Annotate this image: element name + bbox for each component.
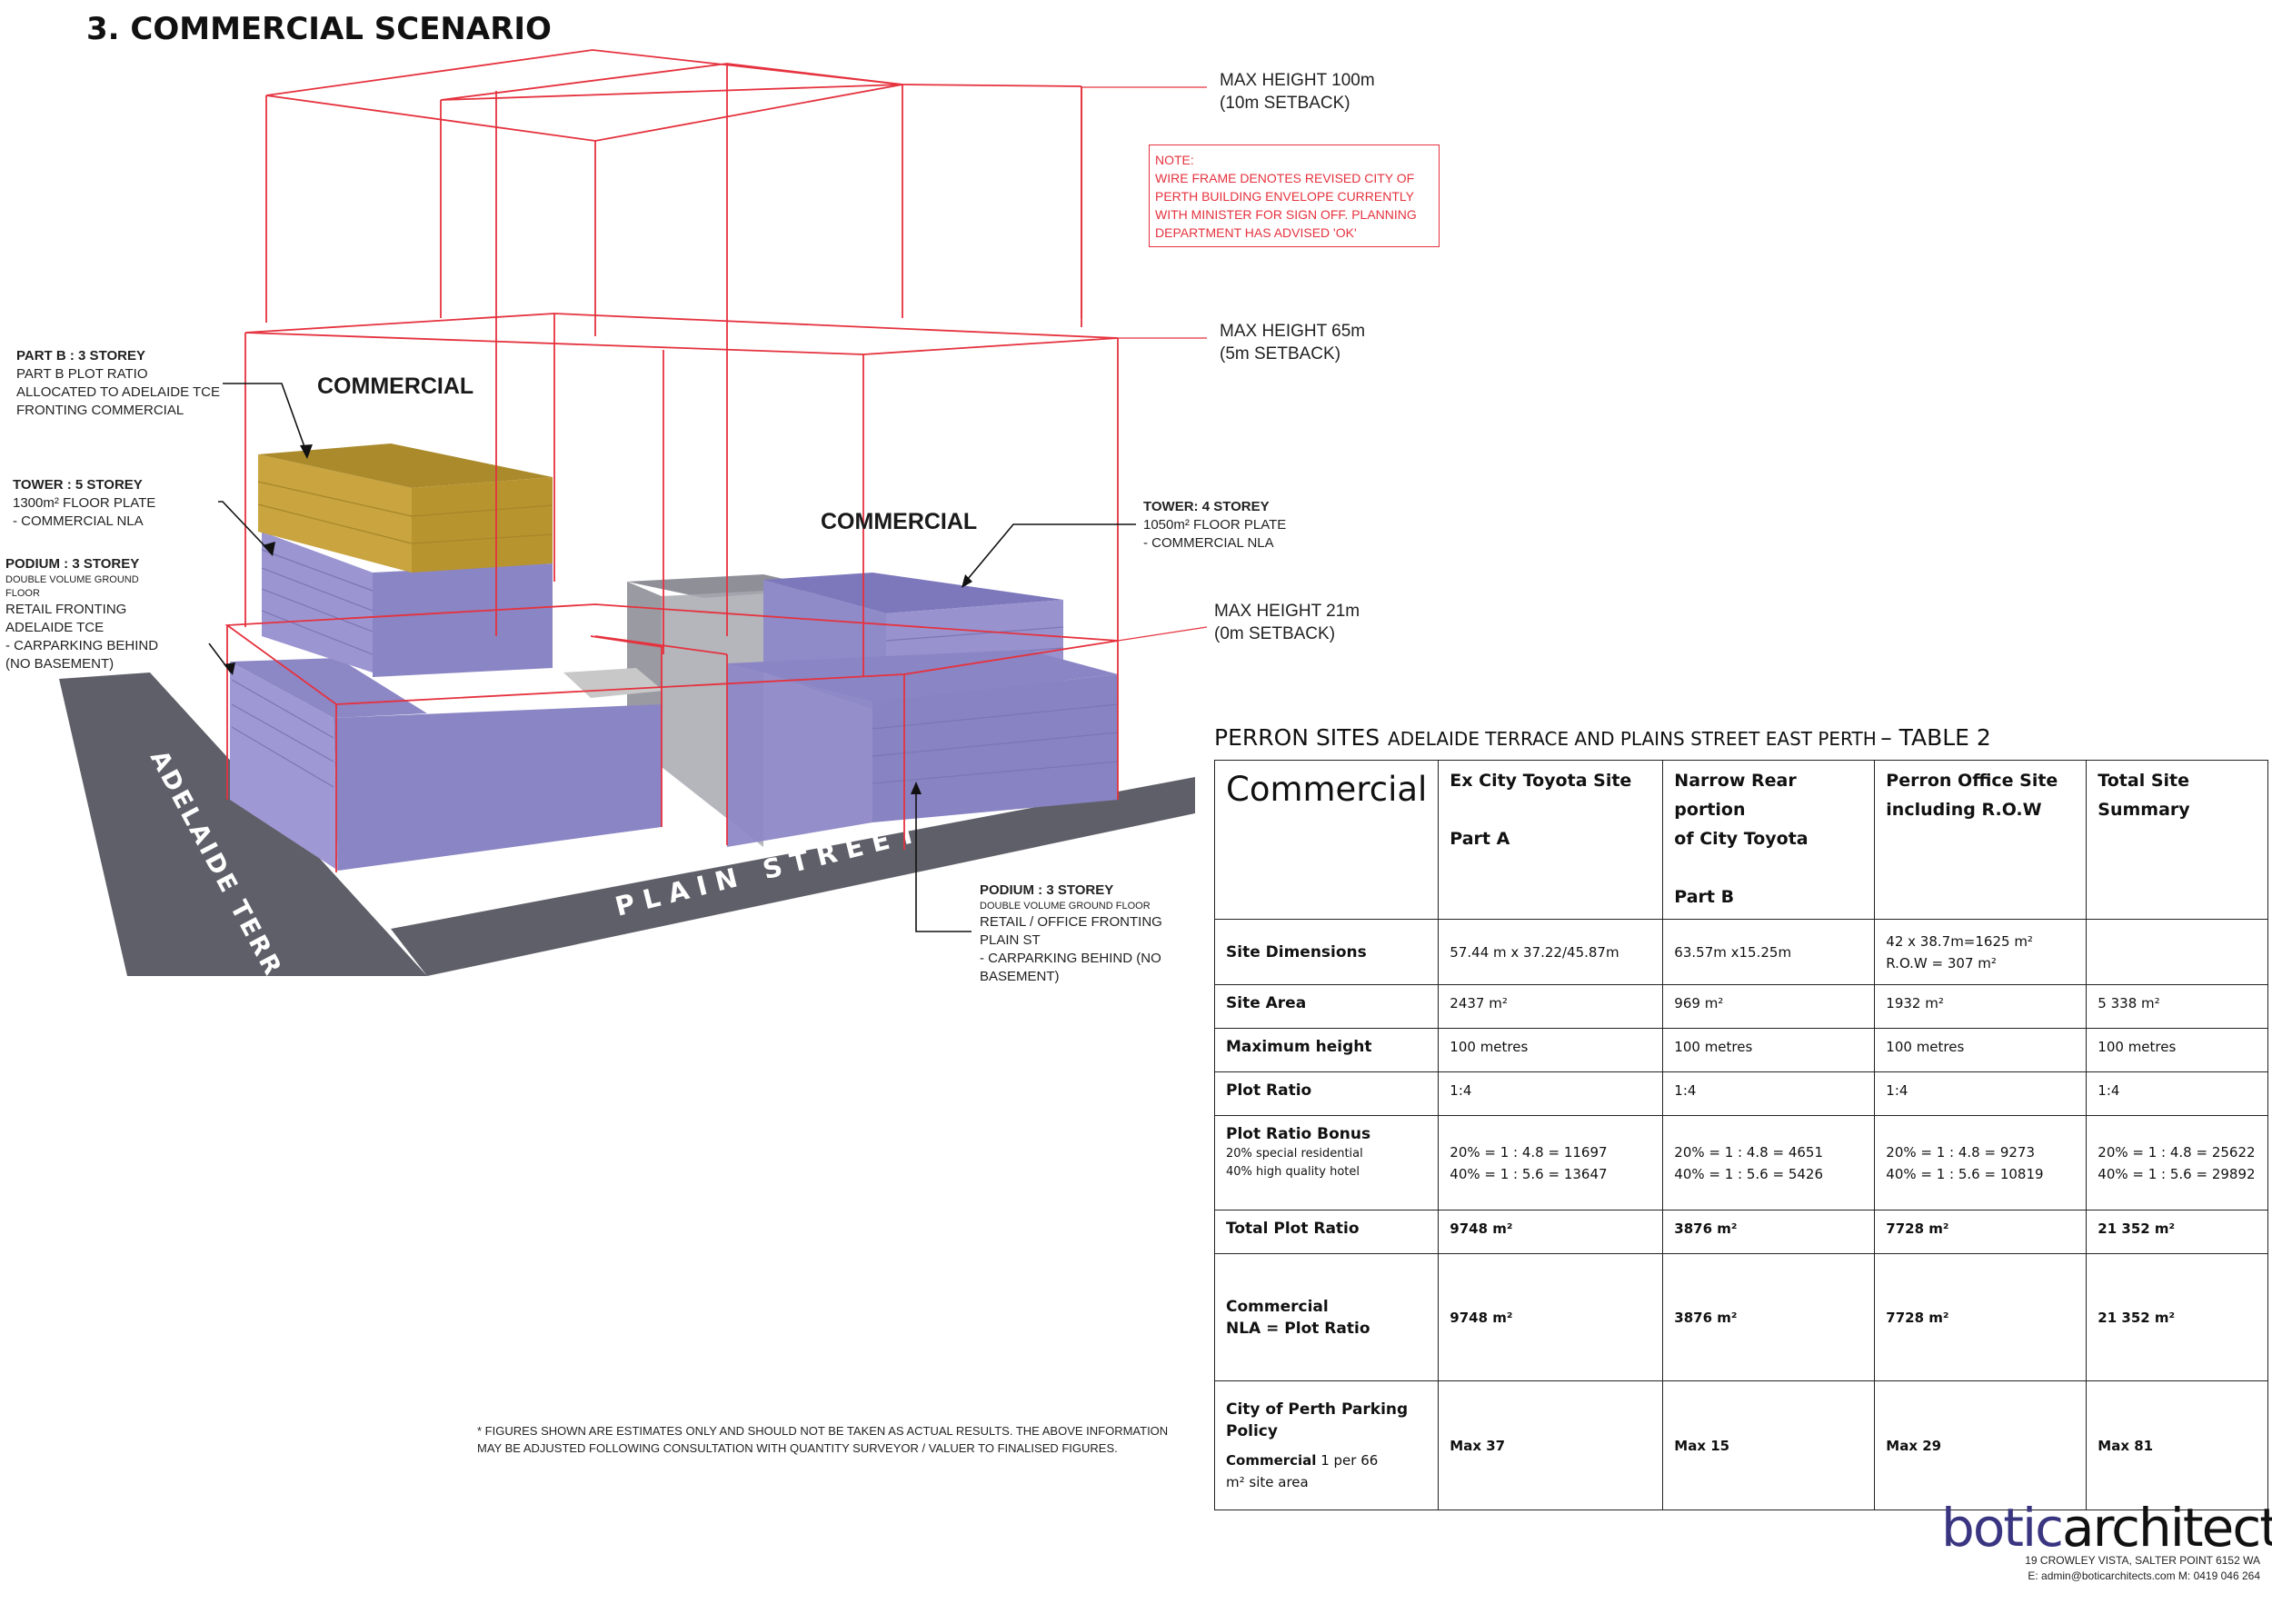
table-cell: 9748 m² bbox=[1438, 1210, 1664, 1254]
table-row: City of Perth Parking Policy Commercial … bbox=[1213, 1380, 2269, 1510]
callout-podium-left: PODIUM : 3 STOREY DOUBLE VOLUME GROUND F… bbox=[5, 556, 159, 672]
table-header-row: Commercial Ex City Toyota Site Part A Na… bbox=[1213, 760, 2269, 920]
partb-front bbox=[258, 454, 412, 573]
table-cell: 1932 m² bbox=[1874, 984, 2088, 1029]
table-cell: 100 metres bbox=[2086, 1028, 2269, 1072]
plain-street-road bbox=[391, 777, 1195, 976]
callout-leaders bbox=[208, 383, 1136, 932]
right-podium-side bbox=[872, 674, 1118, 822]
table-cell: 9748 m² bbox=[1438, 1253, 1664, 1381]
max-height-100-label: MAX HEIGHT 100m(10m SETBACK) bbox=[1220, 71, 1375, 113]
perron-sites-table: Commercial Ex City Toyota Site Part A Na… bbox=[1213, 760, 2269, 1510]
table-title: PERRON SITES ADELAIDE TERRACE AND PLAINS… bbox=[1214, 724, 1991, 751]
row-label-plot-ratio: Plot Ratio bbox=[1213, 1071, 1440, 1116]
right-tower-top bbox=[763, 573, 1063, 613]
col-header-part-a: Ex City Toyota Site Part A bbox=[1438, 760, 1664, 920]
company-logo: boticarchitects bbox=[1941, 1497, 2272, 1559]
table-cell: 3876 m² bbox=[1662, 1253, 1876, 1381]
partb-floor-lines bbox=[257, 481, 553, 544]
callout-podium-right: PODIUM : 3 STOREY DOUBLE VOLUME GROUND F… bbox=[980, 882, 1162, 984]
left-tower-floor-lines bbox=[261, 549, 374, 655]
table-cell: Max 37 bbox=[1438, 1380, 1664, 1510]
table-cell: 1:4 bbox=[2086, 1071, 2269, 1116]
max-height-65-label: MAX HEIGHT 65m(5m SETBACK) bbox=[1220, 322, 1366, 364]
envelope-note-box: NOTE: WIRE FRAME DENOTES REVISED CITY OF… bbox=[1149, 144, 1440, 247]
table-cell bbox=[2086, 919, 2269, 985]
table-cell: Max 81 bbox=[2086, 1380, 2269, 1510]
table-cell: 1:4 bbox=[1438, 1071, 1664, 1116]
left-podium-left bbox=[230, 662, 338, 871]
table-row: Total Plot Ratio 9748 m² 3876 m² 7728 m²… bbox=[1213, 1210, 2269, 1254]
massing-diagram: ADELAIDE TERRACE PLAIN STREET bbox=[59, 49, 1208, 1000]
table-cell: 3876 m² bbox=[1662, 1210, 1876, 1254]
table-cell: 5 338 m² bbox=[2086, 984, 2269, 1029]
callout-tower-4: TOWER: 4 STOREY 1050m² FLOOR PLATE - COM… bbox=[1143, 499, 1287, 551]
estimate-footnote: * FIGURES SHOWN ARE ESTIMATES ONLY AND S… bbox=[477, 1424, 1169, 1455]
table-cell: 57.44 m x 37.22/45.87m bbox=[1438, 919, 1664, 985]
table-row: Plot Ratio Bonus 20% special residential… bbox=[1213, 1115, 2269, 1211]
partb-side bbox=[412, 477, 553, 573]
table-cell: 100 metres bbox=[1662, 1028, 1876, 1072]
right-podium-floor-lines bbox=[872, 703, 1119, 784]
table-cell: 21 352 m² bbox=[2086, 1253, 2269, 1381]
right-podium-top bbox=[727, 650, 1118, 702]
callout-arrowheads bbox=[224, 444, 972, 794]
page-title: 3. COMMERCIAL SCENARIO bbox=[86, 11, 552, 47]
table-row: Plot Ratio 1:4 1:4 1:4 1:4 bbox=[1213, 1071, 2269, 1116]
row-label-plot-ratio-bonus: Plot Ratio Bonus 20% special residential… bbox=[1213, 1115, 1440, 1211]
left-podium-front bbox=[334, 704, 662, 871]
left-podium-top bbox=[230, 658, 427, 718]
commercial-label-right: COMMERCIAL bbox=[821, 509, 978, 534]
row-label-site-dimensions: Site Dimensions bbox=[1213, 919, 1440, 985]
commercial-label-left: COMMERCIAL bbox=[317, 374, 474, 399]
table-cell: 7728 m² bbox=[1874, 1210, 2088, 1254]
left-tower-side bbox=[373, 563, 553, 677]
adelaide-terrace-road bbox=[59, 673, 427, 976]
row-label-site-area: Site Area bbox=[1213, 984, 1440, 1029]
table-row: Site Area 2437 m² 969 m² 1932 m² 5 338 m… bbox=[1213, 984, 2269, 1029]
row-label-total-plot-ratio: Total Plot Ratio bbox=[1213, 1210, 1440, 1254]
table-cell: 21 352 m² bbox=[2086, 1210, 2269, 1254]
table-cell: 2437 m² bbox=[1438, 984, 1664, 1029]
table-cell: 1:4 bbox=[1662, 1071, 1876, 1116]
table-cell: 100 metres bbox=[1874, 1028, 2088, 1072]
left-podium-floor-lines bbox=[231, 679, 334, 788]
table-corner: Commercial bbox=[1213, 760, 1440, 920]
row-label-parking-policy: City of Perth Parking Policy Commercial … bbox=[1213, 1380, 1440, 1510]
right-podium-front bbox=[727, 663, 872, 847]
table-cell: 100 metres bbox=[1438, 1028, 1664, 1072]
table-row: Site Dimensions 57.44 m x 37.22/45.87m 6… bbox=[1213, 919, 2269, 985]
table-cell: 63.57m x15.25m bbox=[1662, 919, 1876, 985]
company-address: 19 CROWLEY VISTA, SALTER POINT 6152 WA E… bbox=[2025, 1554, 2260, 1582]
height-leader-lines bbox=[1081, 86, 1208, 642]
table-cell: 7728 m² bbox=[1874, 1253, 2088, 1381]
row-label-max-height: Maximum height bbox=[1213, 1028, 1440, 1072]
table-cell: 969 m² bbox=[1662, 984, 1876, 1029]
max-height-21-label: MAX HEIGHT 21m(0m SETBACK) bbox=[1214, 602, 1360, 643]
table-cell: Max 29 bbox=[1874, 1380, 2088, 1510]
table-cell: 1:4 bbox=[1874, 1071, 2088, 1116]
partb-top bbox=[258, 443, 553, 488]
left-tower-front bbox=[262, 532, 373, 673]
callout-tower-5: TOWER : 5 STOREY 1300m² FLOOR PLATE - CO… bbox=[13, 477, 156, 529]
table-row: Maximum height 100 metres 100 metres 100… bbox=[1213, 1028, 2269, 1072]
table-cell: Max 15 bbox=[1662, 1380, 1876, 1510]
callout-part-b: PART B : 3 STOREY PART B PLOT RATIO ALLO… bbox=[16, 348, 220, 418]
